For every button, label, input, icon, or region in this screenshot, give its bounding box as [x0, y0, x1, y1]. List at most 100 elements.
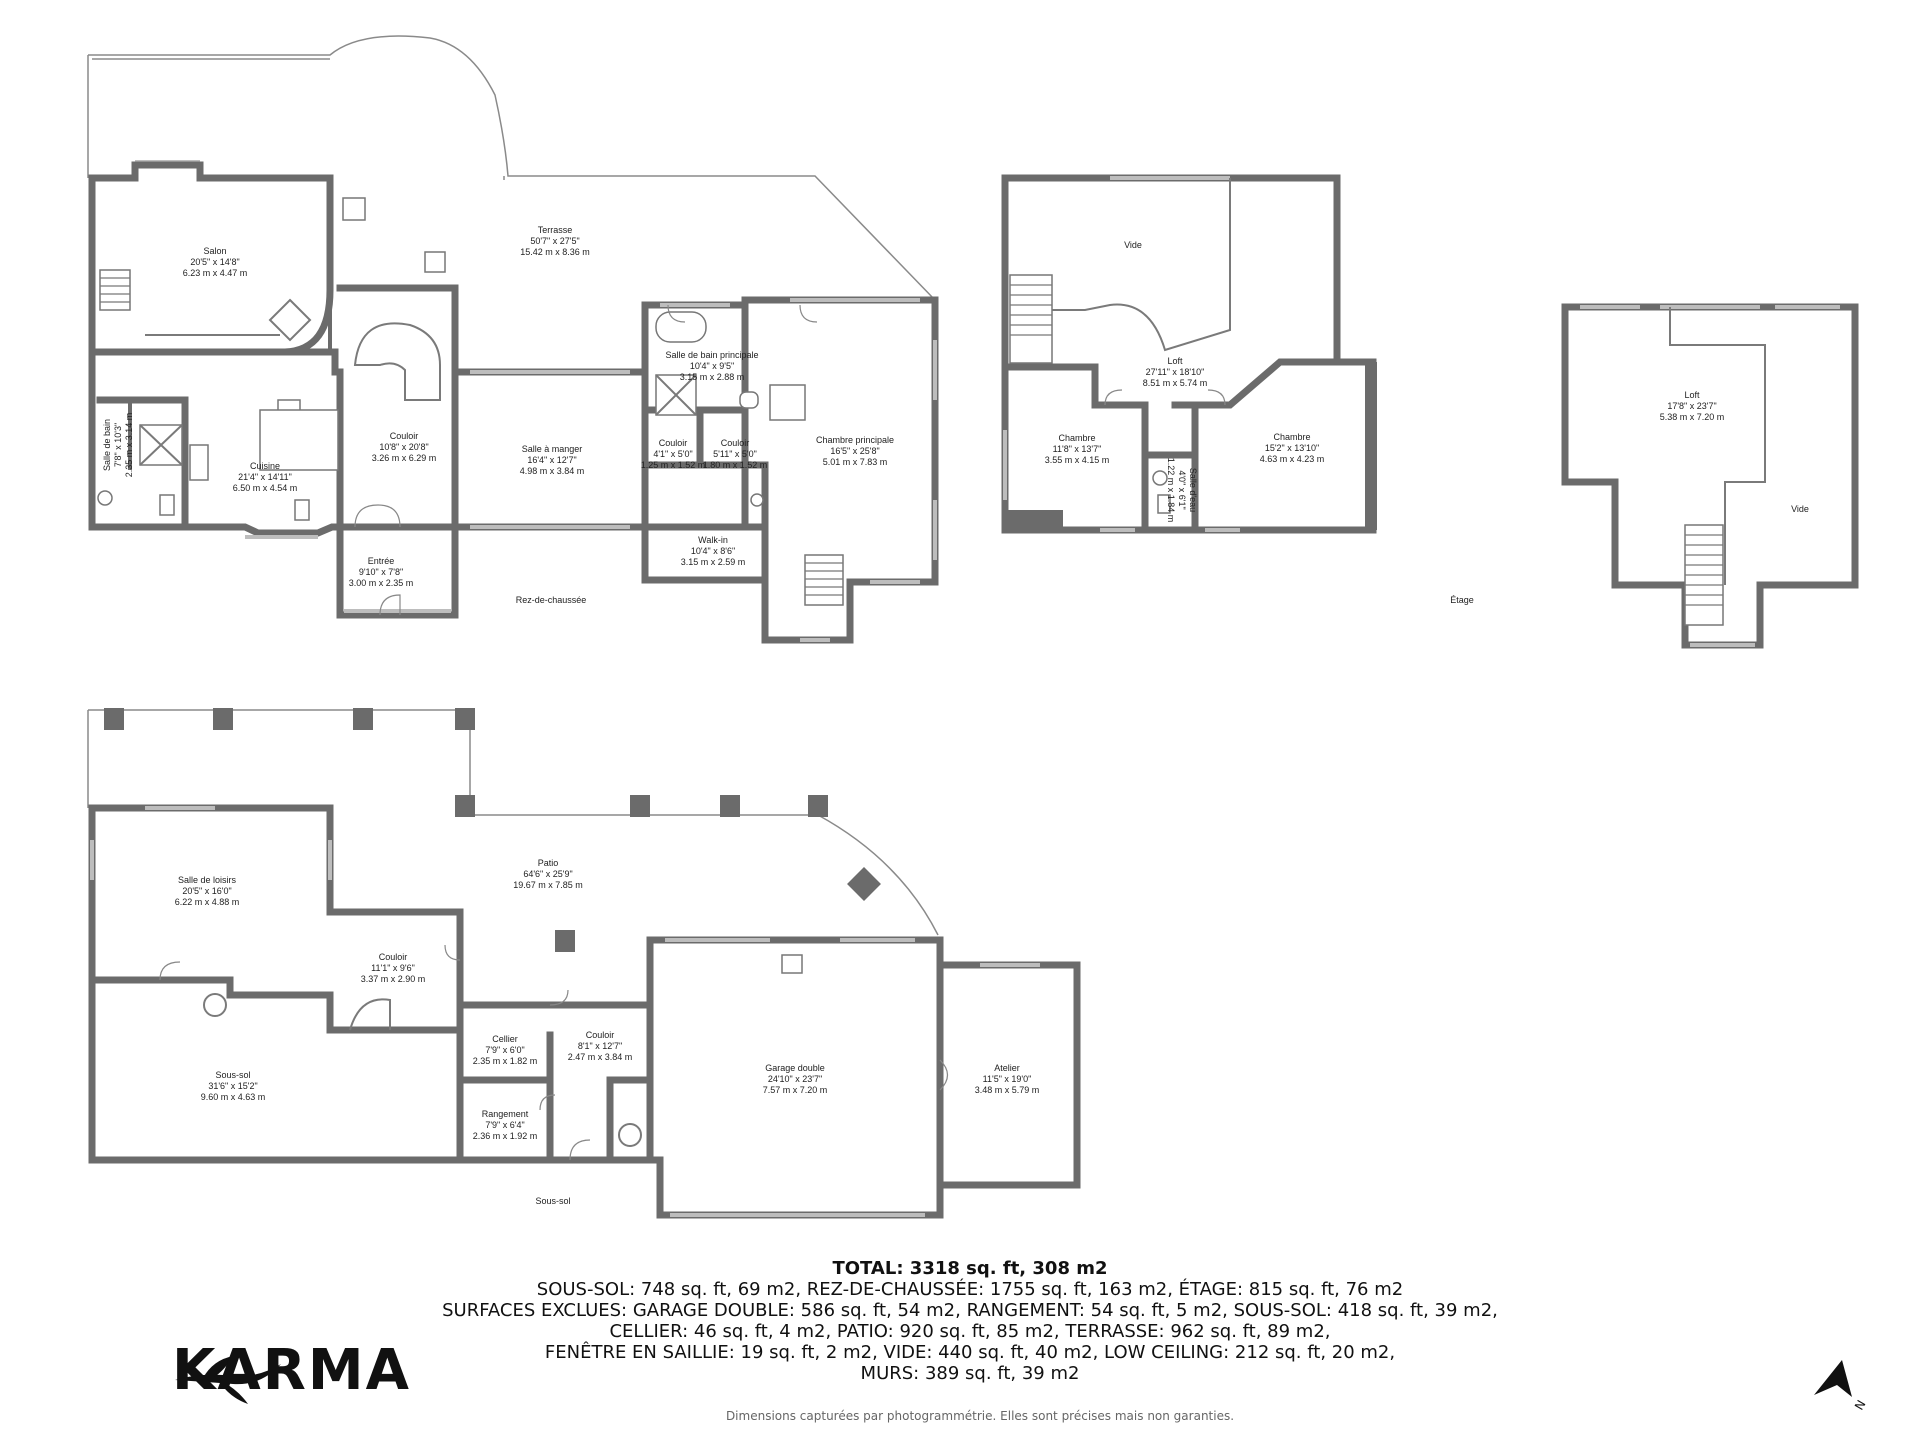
chambre-1-name: Chambre [1058, 433, 1095, 443]
couloir-b-metric: 1.80 m x 1.52 m [703, 460, 768, 470]
salle-loisirs-metric: 6.22 m x 4.88 m [175, 897, 240, 907]
ground-floor-plan [87, 35, 939, 644]
salle-bain-metric: 2.35 m x 3.14 m [124, 413, 134, 478]
cuisine-imperial: 21'4" x 14'11" [238, 472, 292, 482]
chambre-principale-metric: 5.01 m x 7.83 m [823, 457, 888, 467]
floor-label-upper: Étage [1450, 595, 1474, 605]
salle-eau-imperial: 4'0" x 6'1" [1177, 470, 1187, 509]
north-label: N [1852, 1398, 1869, 1413]
salle-loisirs-imperial: 20'5" x 16'0" [182, 886, 231, 896]
walkin-imperial: 10'4" x 8'6" [691, 546, 735, 556]
salle-bain-name: Salle de bain [102, 419, 112, 471]
couloir-gf-imperial: 10'8" x 20'8" [379, 442, 428, 452]
couloir-bs2-imperial: 8'1" x 12'7" [578, 1041, 622, 1051]
couloir-a-imperial: 4'1" x 5'0" [653, 449, 692, 459]
chambre-principale-imperial: 16'5" x 25'8" [830, 446, 879, 456]
atelier-imperial: 11'5" x 19'0" [983, 1074, 1032, 1084]
ground-fixtures [97, 197, 844, 616]
loft-1-imperial: 27'11" x 18'10" [1146, 367, 1205, 377]
summary-total: TOTAL: 3318 sq. ft, 308 m2 [832, 1258, 1108, 1279]
chambre-principale-name: Chambre principale [816, 435, 894, 445]
floor-label-ground: Rez-de-chaussée [516, 595, 587, 605]
entree-name: Entrée [368, 556, 395, 566]
terrasse-metric: 15.42 m x 8.36 m [520, 247, 590, 257]
chambre-2-imperial: 15'2" x 13'10" [1265, 443, 1319, 453]
patio-columns [104, 708, 881, 952]
couloir-bs2-metric: 2.47 m x 3.84 m [568, 1052, 633, 1062]
chambre-2-name: Chambre [1273, 432, 1310, 442]
couloir-gf-metric: 3.26 m x 6.29 m [372, 453, 437, 463]
upper-floor-plan [1001, 174, 1377, 534]
entree-imperial: 9'10" x 7'8" [359, 567, 403, 577]
rangement-name: Rangement [482, 1109, 529, 1119]
sous-sol-name: Sous-sol [215, 1070, 250, 1080]
rangement-imperial: 7'9" x 6'4" [485, 1120, 524, 1130]
atelier-name: Atelier [994, 1063, 1020, 1073]
floor-labels: Rez-de-chaussée Étage Sous-sol [516, 595, 1474, 1206]
sdb-principale-metric: 3.15 m x 2.88 m [680, 372, 745, 382]
salon-stairs [99, 269, 131, 311]
salle-loisirs-name: Salle de loisirs [178, 875, 237, 885]
entree-metric: 3.00 m x 2.35 m [349, 578, 414, 588]
sous-sol-metric: 9.60 m x 4.63 m [201, 1092, 266, 1102]
loft-2-metric: 5.38 m x 7.20 m [1660, 412, 1725, 422]
chambre-2-metric: 4.63 m x 4.23 m [1260, 454, 1325, 464]
garage-imperial: 24'10" x 23'7" [768, 1074, 822, 1084]
cuisine-metric: 6.50 m x 4.54 m [233, 483, 298, 493]
couloir-a-name: Couloir [659, 438, 688, 448]
summary-line-3: CELLIER: 46 sq. ft, 4 m2, PATIO: 920 sq.… [609, 1321, 1331, 1342]
loft-1-metric: 8.51 m x 5.74 m [1143, 378, 1208, 388]
terrasse-outline [87, 35, 936, 301]
garage-metric: 7.57 m x 7.20 m [763, 1085, 828, 1095]
chambre-1-imperial: 11'8" x 13'7" [1053, 444, 1102, 454]
ground-left-wall [88, 174, 344, 537]
vide-2-name: Vide [1791, 504, 1809, 514]
vide-1-name: Vide [1124, 240, 1142, 250]
patio-metric: 19.67 m x 7.85 m [513, 880, 583, 890]
couloir-bs-name: Couloir [379, 952, 408, 962]
floor-label-basement: Sous-sol [535, 1196, 570, 1206]
walkin-name: Walk-in [698, 535, 728, 545]
salle-manger-metric: 4.98 m x 3.84 m [520, 466, 585, 476]
couloir-bs2-name: Couloir [586, 1030, 615, 1040]
salon-name: Salon [203, 246, 226, 256]
couloir-a-metric: 1.25 m x 1.52 m [641, 460, 706, 470]
disclaimer: Dimensions capturées par photogrammétrie… [725, 1409, 1235, 1423]
couloir-b-imperial: 5'11" x 5'0" [713, 449, 757, 459]
couloir-b-name: Couloir [721, 438, 750, 448]
walkin-metric: 3.15 m x 2.59 m [681, 557, 746, 567]
salle-eau-name: Salle d'eau [1188, 468, 1198, 512]
sdb-principale-name: Salle de bain principale [665, 350, 758, 360]
terrasse-imperial: 50'7" x 27'5" [530, 236, 579, 246]
loft-stairs [1684, 524, 1724, 626]
cellier-metric: 2.35 m x 1.82 m [473, 1056, 538, 1066]
cellier-name: Cellier [492, 1034, 518, 1044]
upper-stairs [1009, 274, 1053, 364]
salle-manger-imperial: 16'4" x 12'7" [527, 455, 576, 465]
salon-imperial: 20'5" x 14'8" [190, 257, 239, 267]
master-stairs [804, 554, 844, 606]
couloir-gf-name: Couloir [390, 431, 419, 441]
brand-logo: KARMA [172, 1338, 411, 1403]
karma-leaf-icon [175, 1356, 281, 1404]
summary-line-2: SURFACES EXCLUES: GARAGE DOUBLE: 586 sq.… [442, 1300, 1498, 1321]
salon-metric: 6.23 m x 4.47 m [183, 268, 248, 278]
salle-eau-metric: 1.22 m x 1.84 m [1166, 458, 1176, 523]
terrasse-name: Terrasse [538, 225, 573, 235]
rangement-metric: 2.36 m x 1.92 m [473, 1131, 538, 1141]
loft-1-name: Loft [1167, 356, 1183, 366]
salle-bain-imperial: 7'8" x 10'3" [113, 423, 123, 467]
garage-name: Garage double [765, 1063, 825, 1073]
atelier-metric: 3.48 m x 5.79 m [975, 1085, 1040, 1095]
loft-2-imperial: 17'8" x 23'7" [1667, 401, 1716, 411]
loft-plan [1561, 303, 1859, 649]
patio-name: Patio [538, 858, 559, 868]
summary-line-4: FENÊTRE EN SAILLIE: 19 sq. ft, 2 m2, VID… [544, 1342, 1396, 1363]
patio-imperial: 64'6" x 25'9" [523, 869, 572, 879]
sous-sol-imperial: 31'6" x 15'2" [208, 1081, 257, 1091]
chambre-1-metric: 3.55 m x 4.15 m [1045, 455, 1110, 465]
couloir-bs-metric: 3.37 m x 2.90 m [361, 974, 426, 984]
couloir-bs-imperial: 11'1" x 9'6" [371, 963, 415, 973]
cuisine-name: Cuisine [250, 461, 280, 471]
